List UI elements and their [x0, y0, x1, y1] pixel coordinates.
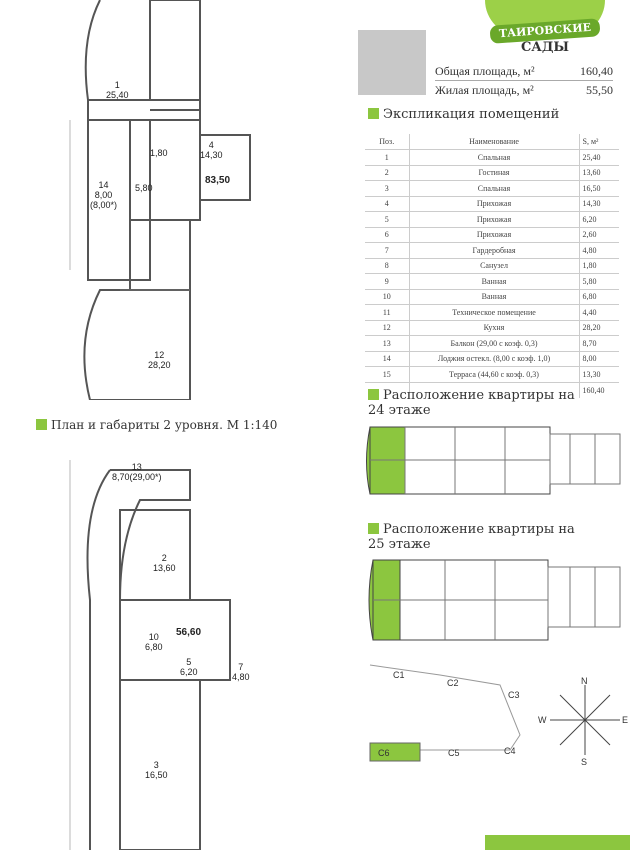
table-cell: 2,60	[579, 227, 619, 243]
table-cell: 13,60	[579, 165, 619, 181]
table-cell: 5	[365, 211, 410, 228]
table-cell: 13	[365, 335, 410, 352]
table-cell: Техническое помещение	[409, 304, 580, 321]
compass-n: N	[581, 676, 588, 686]
table-cell: 4,80	[579, 242, 619, 259]
compass-w: W	[538, 715, 547, 725]
table-cell: 8,00	[579, 351, 619, 367]
table-cell: 9	[365, 273, 410, 290]
table-cell: Прихожая	[409, 211, 580, 228]
table-cell: Ванная	[409, 273, 580, 290]
table-cell: 3	[365, 180, 410, 197]
table-cell: Лоджия остекл. (8,00 с коэф. 1,0)	[409, 351, 580, 367]
table-cell: 25,40	[579, 149, 619, 166]
table-cell: Кухня	[409, 320, 580, 336]
site-plan	[369, 664, 620, 762]
room-label: 1,80	[150, 148, 168, 158]
table-cell: Спальная	[409, 149, 580, 166]
room-label: 5,80	[135, 183, 153, 193]
table-cell: Балкон (29,00 с коэф. 0,3)	[409, 335, 580, 352]
table-cell: Терраса (44,60 с коэф. 0,3)	[409, 366, 580, 383]
table-cell: 6,20	[579, 211, 619, 228]
table-cell: 6	[365, 227, 410, 243]
logo: ТАИРОВСКИЕ САДЫ	[480, 0, 610, 60]
table-cell: 6,80	[579, 289, 619, 305]
floor-plan-level-2	[69, 460, 231, 850]
green-footer-bar	[485, 835, 630, 850]
table-cell: 1	[365, 149, 410, 166]
floor24-plan	[366, 426, 621, 495]
floor-plan-level-1	[69, 0, 251, 400]
table-cell: 10	[365, 289, 410, 305]
table-cell: 16,50	[579, 180, 619, 197]
total-value: 160,40	[582, 385, 605, 395]
section-c5: C5	[448, 748, 460, 758]
table-cell: 7	[365, 242, 410, 259]
table-cell: 11	[365, 304, 410, 321]
table-cell: 12	[365, 320, 410, 336]
section-c4: C4	[504, 746, 516, 756]
apartment-area: 83,50	[205, 175, 231, 186]
compass-s: S	[581, 757, 588, 767]
table-cell: 14,30	[579, 196, 619, 212]
table-cell: 13,30	[579, 366, 619, 383]
table-cell: 28,20	[579, 320, 619, 336]
floor25-plan	[368, 559, 621, 641]
apartment-area: 56,60	[176, 627, 202, 638]
table-cell: 15	[365, 366, 410, 383]
table-cell: Санузел	[409, 258, 580, 274]
table-cell: Прихожая	[409, 227, 580, 243]
table-cell: 2	[365, 165, 410, 181]
table-cell: 1,80	[579, 258, 619, 274]
apartment-thumbnail	[358, 30, 426, 95]
table-cell: 14	[365, 351, 410, 367]
section-c3: C3	[508, 690, 520, 700]
table-cell: 5,80	[579, 273, 619, 290]
table-cell: Ванная	[409, 289, 580, 305]
table-cell: Гостиная	[409, 165, 580, 181]
section-c1: C1	[393, 670, 405, 680]
table-cell: Спальная	[409, 180, 580, 197]
table-cell: Гардеробная	[409, 242, 580, 259]
level2-title: План и габариты 2 уровня. М 1:140	[36, 418, 277, 432]
table-cell: 4	[365, 196, 410, 212]
table-cell: 4,40	[579, 304, 619, 321]
section-c2: C2	[447, 678, 459, 688]
table-cell: Прихожая	[409, 196, 580, 212]
compass-e: E	[622, 715, 629, 725]
section-c6: C6	[378, 748, 390, 758]
table-cell: 8,70	[579, 335, 619, 352]
explication-title: Экспликация помещений	[368, 107, 559, 122]
table-cell: 8	[365, 258, 410, 274]
